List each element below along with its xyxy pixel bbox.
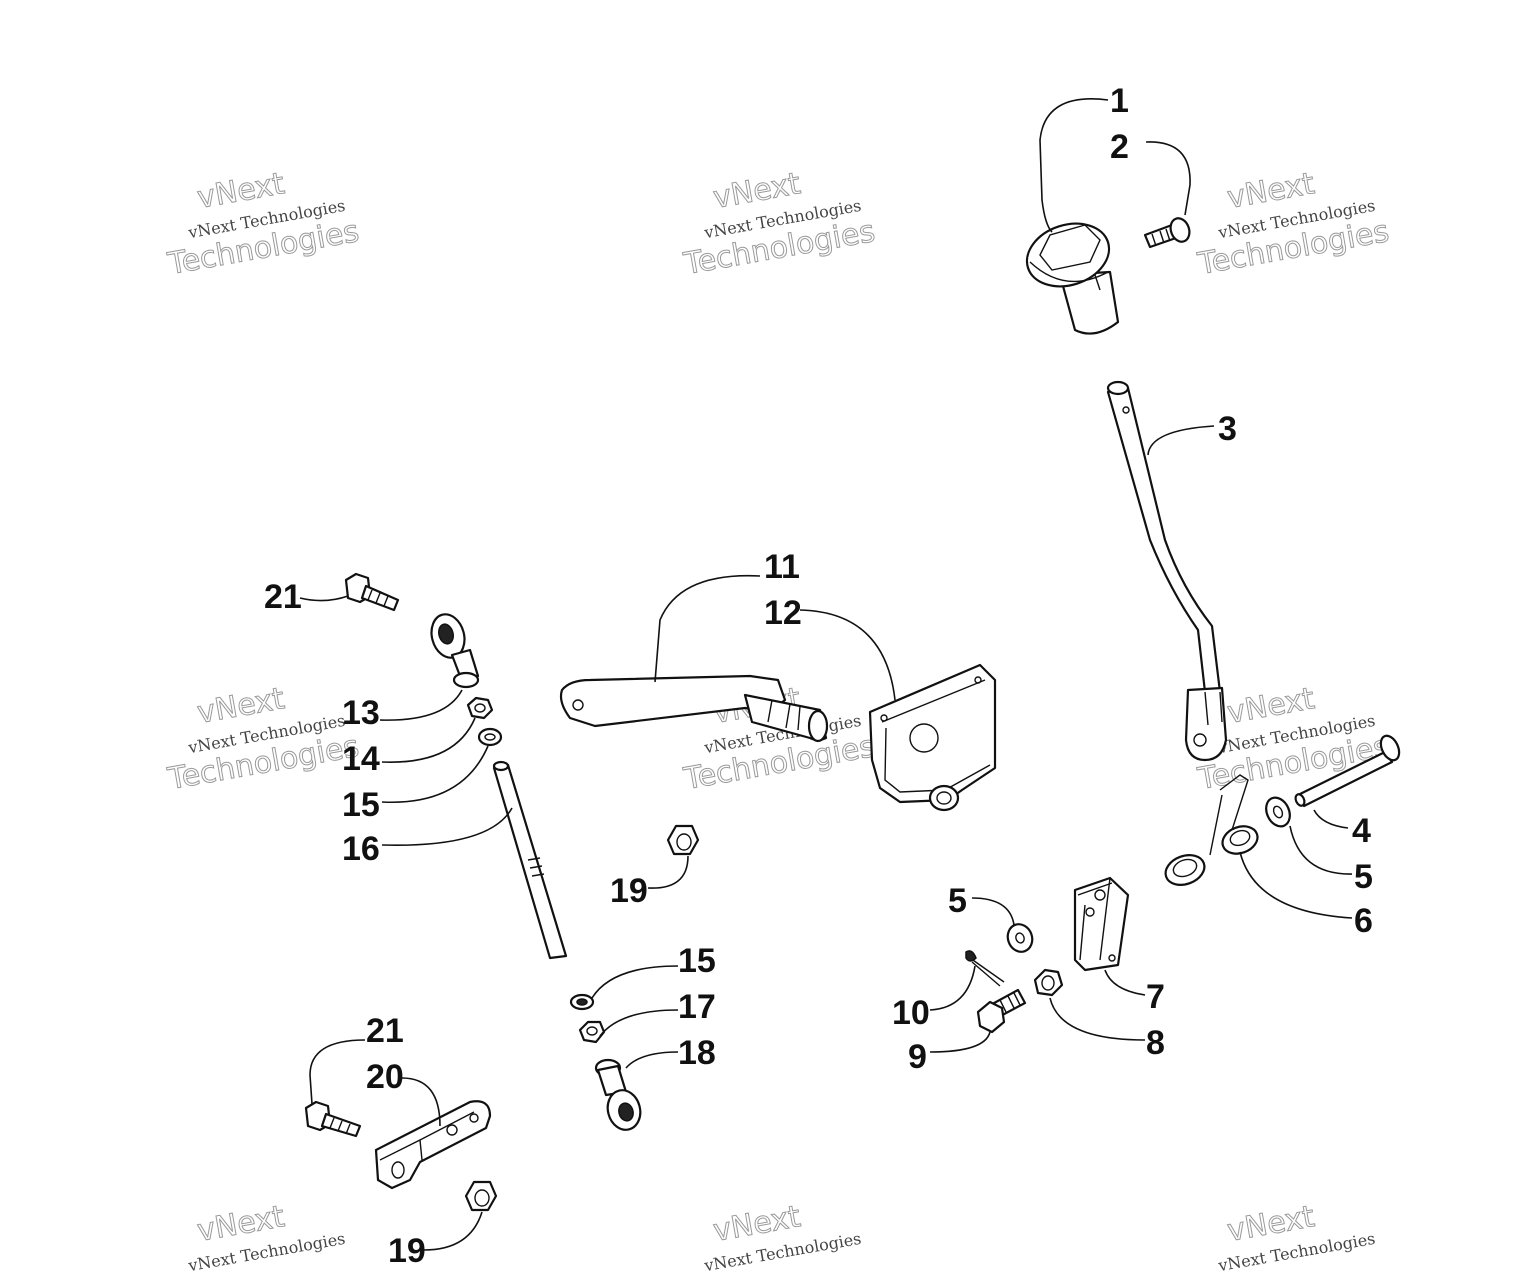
callout-8: 8 xyxy=(1146,1024,1165,1062)
leader-4 xyxy=(1313,809,1349,829)
part-flange-bolt-lower xyxy=(304,1100,362,1138)
part-rod-end-upper xyxy=(430,613,480,689)
leader-10 xyxy=(929,965,976,1011)
part-washer-lower xyxy=(1006,923,1034,953)
leader-11 xyxy=(654,574,761,683)
callout-1: 1 xyxy=(1110,82,1129,120)
leader-6 xyxy=(1239,851,1353,919)
callout-21-lower: 21 xyxy=(366,1012,404,1050)
callout-2: 2 xyxy=(1110,128,1129,166)
part-shift-lever xyxy=(1106,380,1228,762)
part-set-screw xyxy=(1143,217,1191,249)
leader-13 xyxy=(379,689,463,721)
callout-6: 6 xyxy=(1354,902,1373,940)
leader-20 xyxy=(401,1077,441,1127)
callout-5-upper: 5 xyxy=(1354,858,1373,896)
callout-12: 12 xyxy=(764,594,802,632)
callout-16: 16 xyxy=(342,830,380,868)
callout-18: 18 xyxy=(678,1034,716,1072)
part-flange-bolt-upper xyxy=(344,572,400,612)
leader-19a xyxy=(647,855,689,889)
leader-1 xyxy=(1039,98,1109,233)
part-nut-lower xyxy=(578,1020,606,1044)
callout-9: 9 xyxy=(908,1038,927,1076)
callout-20: 20 xyxy=(366,1058,404,1096)
part-shift-rod xyxy=(492,760,568,960)
callout-15-lower: 15 xyxy=(678,942,716,980)
leader-15a xyxy=(381,745,489,804)
callout-labels: 1 2 3 4 5 5 6 7 8 9 10 11 12 13 14 15 15… xyxy=(264,82,1373,1270)
leader-5b xyxy=(971,897,1015,926)
callout-4: 4 xyxy=(1352,812,1371,850)
part-washer-upper xyxy=(1265,796,1291,828)
leader-18 xyxy=(625,1051,679,1069)
part-nut xyxy=(1033,968,1064,997)
callout-3: 3 xyxy=(1218,410,1237,448)
leader-7 xyxy=(1104,969,1146,996)
leader-19b xyxy=(423,1211,483,1251)
part-shift-arm xyxy=(559,674,829,743)
part-rod-end-lower xyxy=(594,1058,642,1131)
leader-16 xyxy=(381,807,513,847)
watermark: vNext vNext Technologies Technologies xyxy=(680,166,878,283)
leader-9 xyxy=(929,1031,991,1053)
leader-3 xyxy=(1147,425,1215,456)
callout-7: 7 xyxy=(1146,978,1165,1016)
callout-17: 17 xyxy=(678,988,716,1026)
part-torsion-spring xyxy=(1164,774,1259,886)
leader-15b xyxy=(591,965,679,999)
leader-12 xyxy=(799,609,896,701)
part-washer-rod-upper xyxy=(477,727,503,747)
part-shift-knob xyxy=(1025,222,1120,335)
part-nut-upper xyxy=(466,696,494,720)
part-link-arm xyxy=(374,1100,492,1190)
part-pin xyxy=(1294,734,1401,808)
leader-17 xyxy=(599,1009,679,1037)
part-lock-nut-lower xyxy=(464,1180,498,1212)
part-bolt xyxy=(976,988,1027,1034)
part-washer-rod-lower xyxy=(569,993,595,1011)
leader-2 xyxy=(1145,141,1191,216)
part-cotter-pin xyxy=(965,950,1005,987)
callout-19-lower: 19 xyxy=(388,1232,426,1270)
part-clevis xyxy=(1073,876,1130,972)
watermark: vNext vNext Technologies xyxy=(186,1199,347,1276)
callout-15-upper: 15 xyxy=(342,786,380,824)
callout-14: 14 xyxy=(342,740,380,778)
leader-5a xyxy=(1289,825,1353,875)
callout-5-lower: 5 xyxy=(948,882,967,920)
part-lock-nut-upper xyxy=(666,824,700,856)
callout-11: 11 xyxy=(764,548,800,586)
watermark: vNext vNext Technologies Technologies xyxy=(164,681,362,798)
leader-21b xyxy=(309,1039,366,1105)
leader-8 xyxy=(1049,997,1146,1041)
callout-21-upper: 21 xyxy=(264,578,302,616)
callout-19-upper: 19 xyxy=(610,872,648,910)
leader-21a xyxy=(299,595,349,602)
watermark: vNext vNext Technologies xyxy=(702,1199,863,1276)
part-bracket xyxy=(868,663,997,812)
callout-10: 10 xyxy=(892,994,930,1032)
leader-lines xyxy=(299,98,1353,1251)
callout-13: 13 xyxy=(342,694,380,732)
watermark: vNext vNext Technologies Technologies xyxy=(1194,166,1392,283)
leader-14 xyxy=(381,717,476,763)
watermark: vNext vNext Technologies xyxy=(1216,1199,1377,1276)
watermark: vNext vNext Technologies Technologies xyxy=(164,166,362,283)
